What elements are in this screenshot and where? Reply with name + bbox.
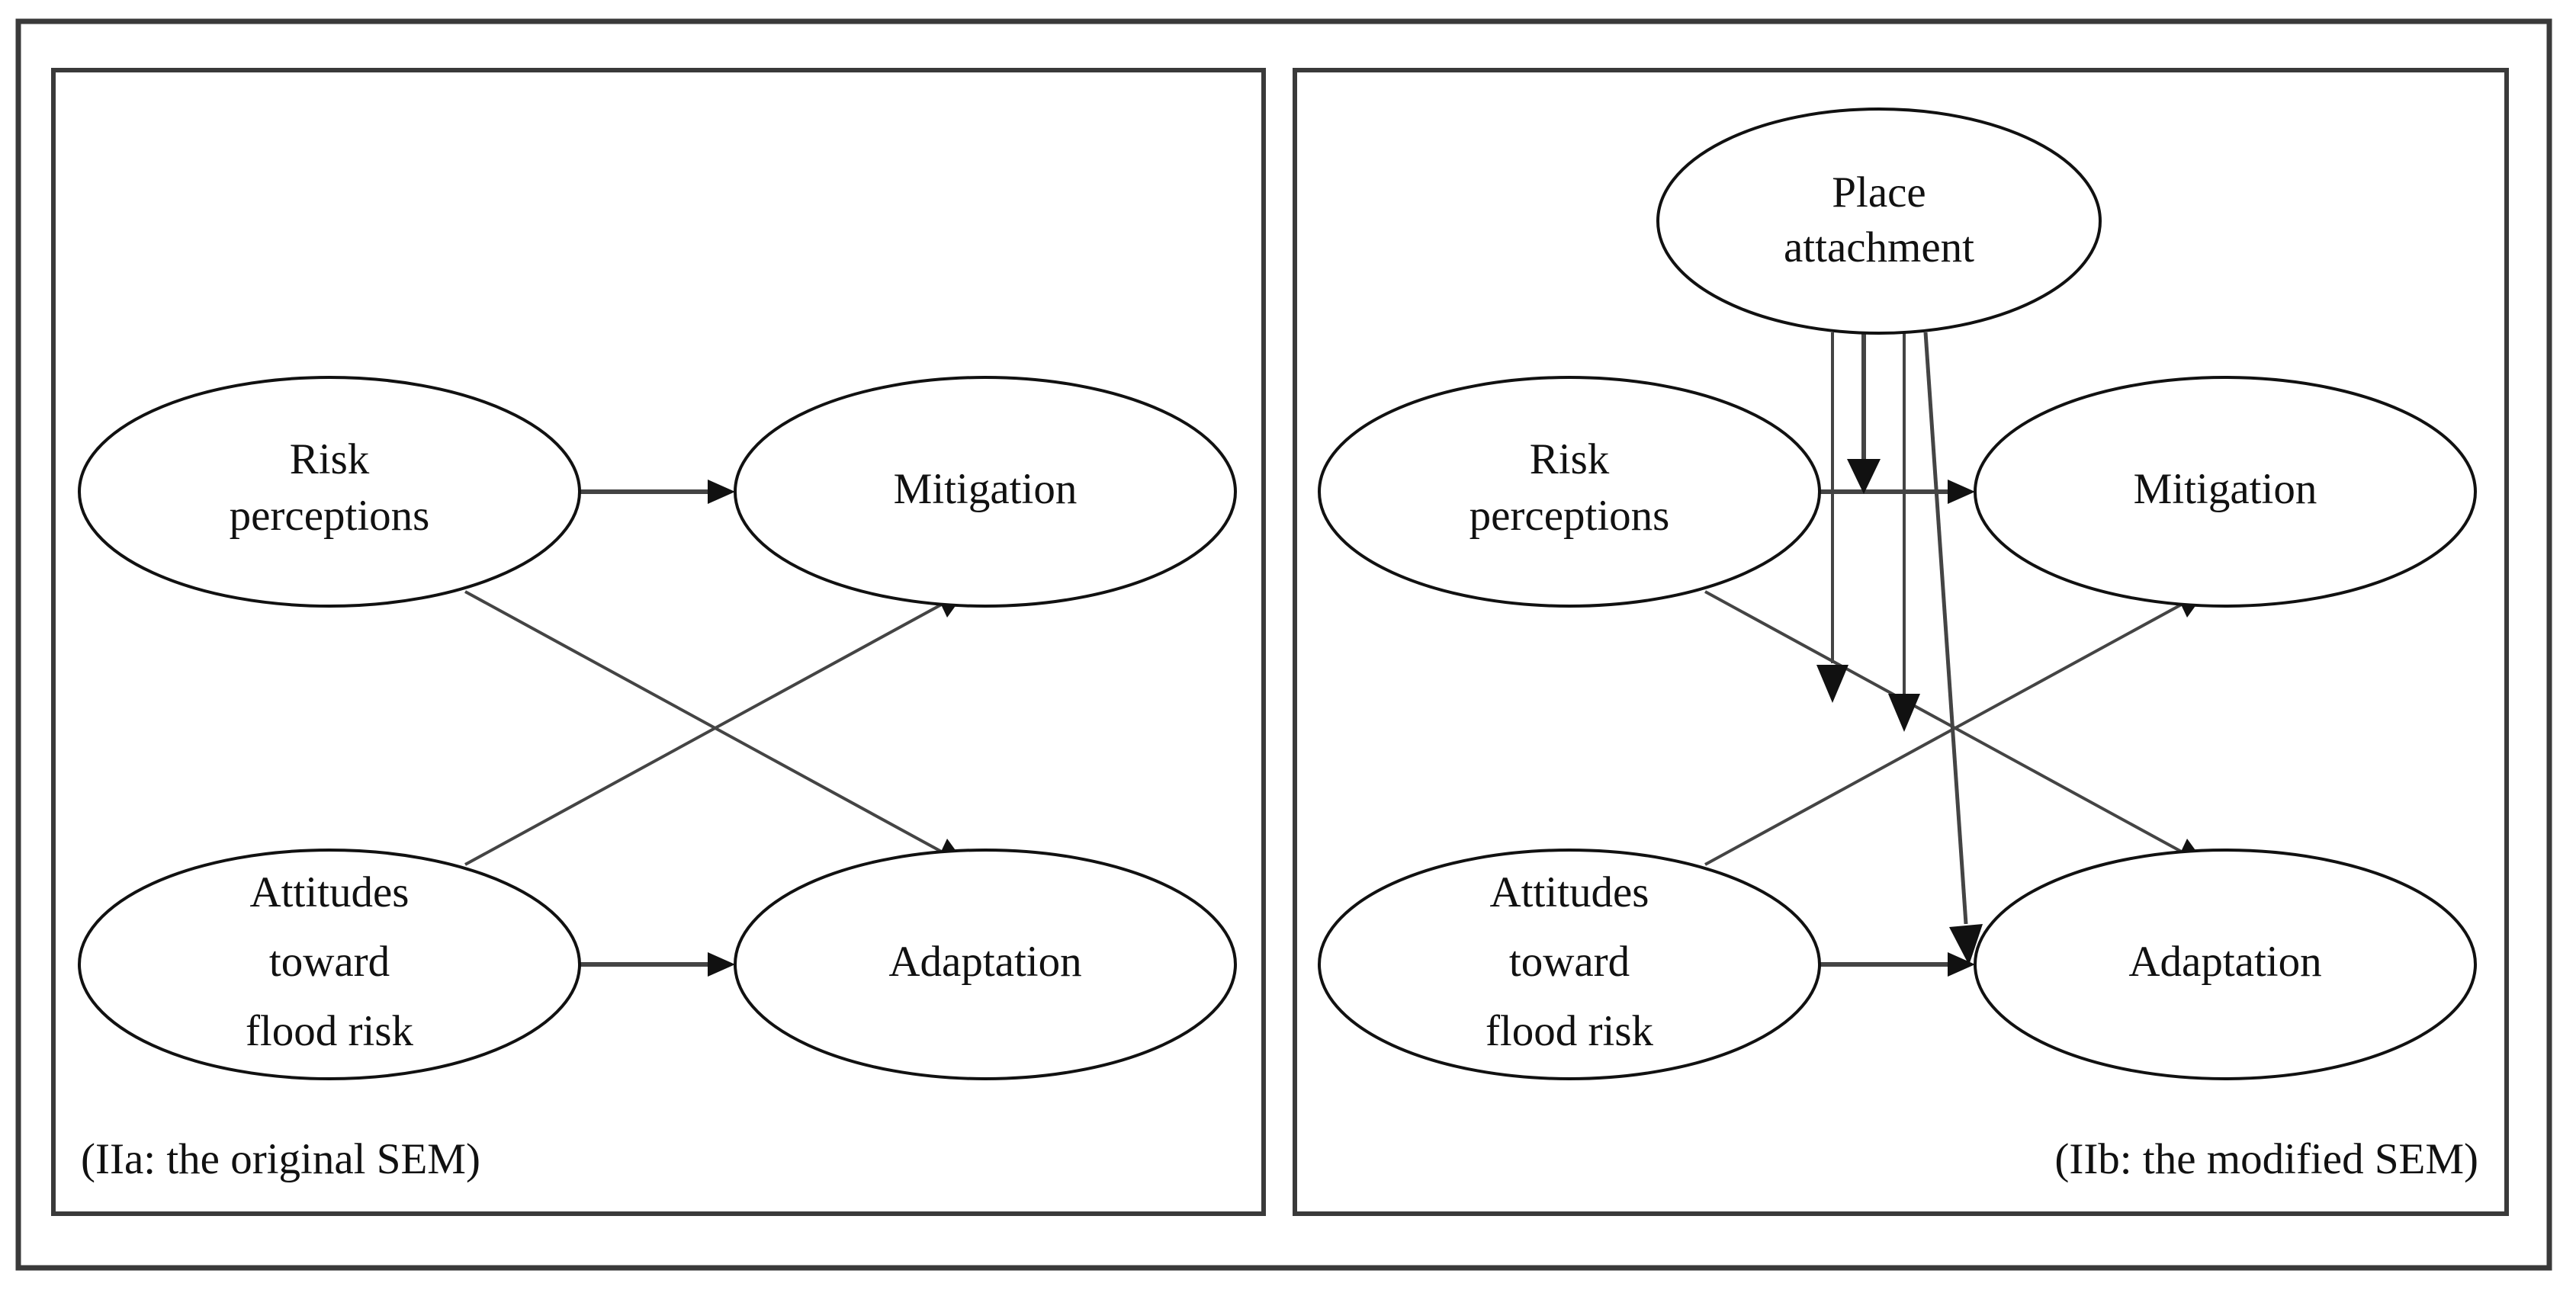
node-risk-perceptions-shape[interactable] [78, 376, 581, 608]
edge-place-to-mid-left [1816, 332, 1848, 703]
node-attitudes-flood-risk-shape[interactable] [78, 849, 581, 1080]
node-place-attachment[interactable]: Place attachment [1656, 107, 2102, 335]
node-adaptation-label: Adaptation [888, 938, 1081, 986]
node-place-attachment-label-line2: attachment [1784, 223, 1974, 271]
node-adaptation-b[interactable]: Adaptation [1974, 849, 2477, 1080]
node-risk-perceptions-label-line2: perceptions [230, 492, 430, 540]
edge-attitudes-to-adaptation [580, 952, 735, 977]
node-mitigation[interactable]: Mitigation [734, 376, 1237, 608]
node-attitudes-label-line3: flood risk [246, 1007, 414, 1055]
node-mitigation-shape[interactable] [734, 376, 1237, 608]
node-risk-perceptions-b-label-line2: perceptions [1469, 492, 1670, 540]
node-adaptation-b-label: Adaptation [2128, 938, 2321, 986]
node-attitudes-b-label-line3: flood risk [1486, 1007, 1654, 1055]
node-attitudes-label-line1: Attitudes [250, 868, 410, 916]
node-mitigation-b-label: Mitigation [2134, 465, 2317, 513]
node-adaptation[interactable]: Adaptation [734, 849, 1237, 1080]
panel-iib-caption: (IIb: the modified SEM) [2054, 1135, 2478, 1183]
edge-risk-to-mitigation-b [1820, 480, 1975, 504]
node-attitudes-flood-risk-b-shape[interactable] [1318, 849, 1821, 1080]
panel-iia-caption: (IIa: the original SEM) [81, 1135, 480, 1183]
panel-iib: Place attachment Risk perceptions Mitiga… [1318, 107, 2478, 1183]
node-risk-perceptions-label-line1: Risk [290, 435, 370, 483]
panel-iib-border [1293, 68, 2509, 1216]
node-mitigation-b[interactable]: Mitigation [1974, 376, 2477, 608]
node-attitudes-label-line2: toward [269, 938, 390, 986]
node-risk-perceptions[interactable]: Risk perceptions [78, 376, 581, 608]
node-adaptation-b-shape[interactable] [1974, 849, 2477, 1080]
node-adaptation-shape[interactable] [734, 849, 1237, 1080]
edge-place-to-mid-right [1888, 332, 1920, 732]
edge-place-to-adaptation [1923, 332, 1983, 965]
edge-attitudes-to-adaptation-b [1820, 952, 1975, 977]
panel-iia-border [51, 68, 1266, 1216]
edge-risk-to-mitigation [580, 480, 735, 504]
panel-iia: Risk perceptions Mitigation Attitudes to… [78, 376, 1237, 1183]
node-risk-perceptions-b-label-line1: Risk [1530, 435, 1610, 483]
node-mitigation-b-shape[interactable] [1974, 376, 2477, 608]
edge-place-to-mitigation [1847, 332, 1881, 494]
node-mitigation-label: Mitigation [894, 465, 1078, 513]
node-attitudes-flood-risk-b[interactable]: Attitudes toward flood risk [1318, 849, 1821, 1080]
node-risk-perceptions-b[interactable]: Risk perceptions [1318, 376, 1821, 608]
node-attitudes-b-label-line2: toward [1509, 938, 1630, 986]
node-attitudes-flood-risk[interactable]: Attitudes toward flood risk [78, 849, 581, 1080]
node-place-attachment-shape[interactable] [1656, 107, 2102, 335]
outer-border [15, 18, 2552, 1271]
node-place-attachment-label-line1: Place [1832, 168, 1926, 217]
node-attitudes-b-label-line1: Attitudes [1490, 868, 1649, 916]
node-risk-perceptions-b-shape[interactable] [1318, 376, 1821, 608]
